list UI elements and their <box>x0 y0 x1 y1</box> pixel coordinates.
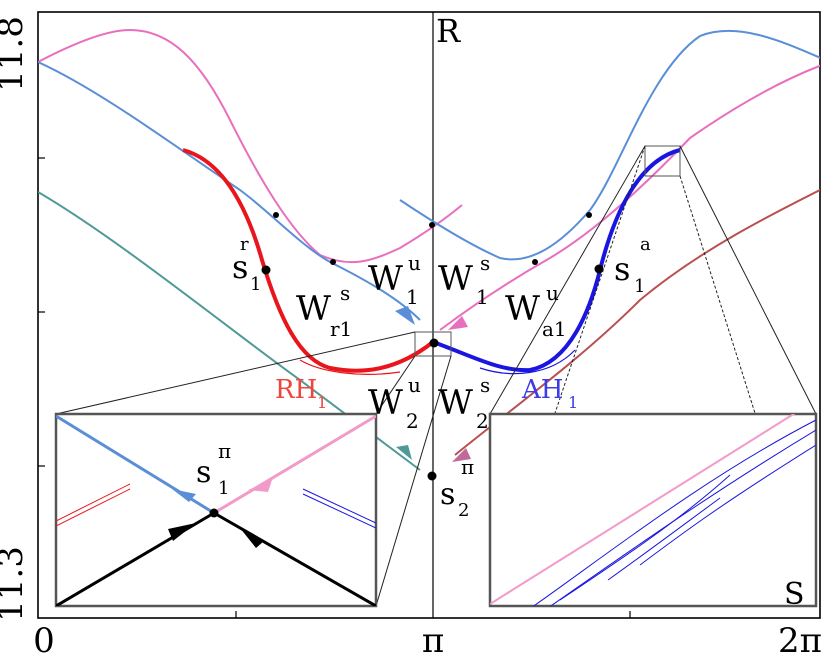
label-s1a: s a 1 <box>614 234 651 297</box>
svg-text:a1: a1 <box>542 317 567 341</box>
svg-text:W: W <box>438 259 473 299</box>
svg-text:s: s <box>440 477 455 512</box>
inset-s1pi-point <box>209 508 219 518</box>
svg-text:2: 2 <box>476 409 489 433</box>
inset-right-blue-3 <box>559 474 731 601</box>
brown-curve <box>454 188 820 456</box>
x-tick-0: 0 <box>33 621 55 660</box>
main-arrows <box>395 306 471 462</box>
y-tick-bottom: 11.3 <box>0 546 31 622</box>
blue-arrow <box>395 306 415 325</box>
x-axis-label-S: S <box>784 577 805 612</box>
svg-text:1: 1 <box>218 478 229 499</box>
teal-arrow <box>396 445 412 460</box>
inset-black-arrow-out <box>240 528 264 548</box>
pink-curve-right <box>439 64 820 331</box>
svg-text:r1: r1 <box>330 317 352 341</box>
inset-right-pink-line <box>490 414 796 605</box>
svg-text:π: π <box>218 439 231 463</box>
inset-pink-line <box>213 414 376 515</box>
inset-pink-arrow <box>248 480 272 492</box>
label-w1s: W s 1 <box>438 251 490 309</box>
inset-blue-arrow <box>172 489 196 502</box>
svg-text:u: u <box>408 251 421 275</box>
svg-text:W: W <box>296 289 331 329</box>
svg-text:AH: AH <box>521 375 563 405</box>
inset-right-blue-5 <box>639 444 816 566</box>
svg-text:s: s <box>480 373 490 397</box>
svg-text:1: 1 <box>634 276 645 297</box>
svg-text:s: s <box>340 281 350 305</box>
label-wr1s: W s r1 <box>296 281 352 341</box>
svg-text:s: s <box>232 248 248 286</box>
svg-text:s: s <box>614 250 630 288</box>
plot-frame <box>37 11 821 619</box>
inset-black-arrow-in <box>168 523 196 541</box>
inset-red-line-b <box>56 488 131 527</box>
intersection-dots <box>273 212 592 265</box>
label-rh1: RH 1 <box>275 375 327 412</box>
svg-text:W: W <box>368 383 403 423</box>
x-tick-2pi: 2π <box>778 621 822 660</box>
ah1-curve-thin <box>479 349 576 375</box>
axis-ticks <box>38 157 631 618</box>
inset-blue-thin-b <box>302 493 376 529</box>
svg-text:W: W <box>505 289 540 329</box>
label-ah1: AH 1 <box>521 375 578 412</box>
inset-black-line-right <box>213 511 376 606</box>
svg-text:RH: RH <box>275 375 317 405</box>
svg-text:u: u <box>408 373 421 397</box>
inset-left <box>54 412 378 608</box>
svg-text:1: 1 <box>250 274 261 295</box>
label-s1r: s r 1 <box>232 234 261 295</box>
inset-right-blue-2 <box>549 429 816 606</box>
label-s1pi-inset: s π 1 <box>196 439 231 499</box>
svg-text:W: W <box>368 259 403 299</box>
s1r-point <box>261 265 271 275</box>
inset-right <box>488 412 818 608</box>
svg-text:2: 2 <box>406 409 419 433</box>
svg-text:a: a <box>640 234 651 255</box>
blue-curve-left <box>38 61 421 321</box>
svg-text:1: 1 <box>568 393 578 412</box>
y-tick-top: 11.8 <box>0 16 31 92</box>
svg-text:s: s <box>480 251 490 275</box>
mauve-arrow <box>452 448 471 462</box>
svg-text:π: π <box>461 455 474 479</box>
y-axis-label-R: R <box>436 12 461 50</box>
svg-text:r: r <box>240 234 249 255</box>
label-w2s: W s 2 <box>438 373 490 433</box>
svg-text:2: 2 <box>458 500 469 521</box>
inset-blue-thin-a <box>302 488 376 524</box>
ah1-curve <box>432 148 681 373</box>
svg-text:u: u <box>546 281 559 305</box>
label-w1u: W u 1 <box>368 251 421 309</box>
s2pi-point <box>427 471 437 481</box>
inset-red-line-a <box>56 483 131 522</box>
blue-curve-right <box>399 29 820 261</box>
label-wa1u: W u a1 <box>505 281 567 341</box>
x-tick-pi: π <box>422 621 444 660</box>
s1a-point <box>594 264 604 274</box>
svg-text:W: W <box>438 383 473 423</box>
rh1-curve-thin <box>299 359 401 375</box>
label-s2pi: s π 2 <box>440 455 474 521</box>
rh1-curve <box>182 148 435 373</box>
pink-arrow <box>448 316 468 330</box>
label-w2u: W u 2 <box>368 373 421 433</box>
zoom-box-right <box>644 145 681 177</box>
svg-text:1: 1 <box>476 285 489 309</box>
pink-curve-left <box>38 28 463 264</box>
inset-right-blue-1 <box>532 419 816 606</box>
zoom-box-center <box>414 331 452 357</box>
svg-text:1: 1 <box>317 393 327 412</box>
s1pi-point <box>429 338 439 348</box>
svg-text:s: s <box>196 455 211 490</box>
inset-right-blue-4 <box>607 497 721 581</box>
svg-text:1: 1 <box>406 285 419 309</box>
